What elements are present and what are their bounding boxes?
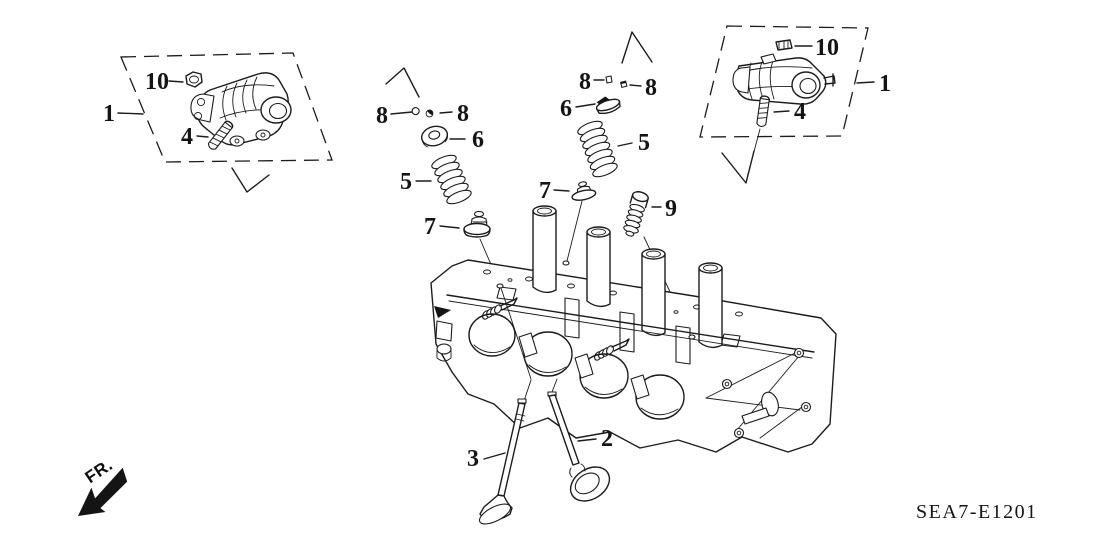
callout-cotter-left-a: 8 (376, 103, 388, 129)
deck-stud-spring-2 (594, 338, 630, 361)
callout-spring-right: 5 (638, 130, 650, 156)
valve-3-exhaust: 3 (467, 379, 532, 525)
mounting-bolt-left (207, 120, 234, 150)
callout-retainer-right: 6 (560, 96, 572, 122)
pointer-chevron-stack-left (385, 67, 420, 98)
spring-retainer-right (595, 96, 621, 115)
callout-retainer-left: 6 (472, 127, 484, 153)
callout-valve-3: 3 (467, 446, 479, 472)
callout-assembly-right: 1 (879, 71, 891, 97)
valve-spring-right (577, 120, 618, 178)
valve-stack-right: 8 8 6 5 7 (539, 31, 692, 337)
callout-cotter-left-b: 8 (457, 101, 469, 127)
callout-valve-2: 2 (601, 426, 613, 452)
spring-retainer-left (420, 125, 449, 148)
valve-guide-tube-2 (586, 226, 611, 308)
callout-seal-right: 7 (539, 178, 551, 204)
stem-seal-right (571, 181, 597, 201)
pointer-chevron-right-box (721, 150, 755, 184)
callout-seal-left: 7 (424, 214, 436, 240)
valve-guide-tube-4 (698, 262, 723, 349)
callout-cotter-right-b: 8 (645, 75, 657, 101)
callout-bolt-right: 4 (794, 99, 806, 125)
cast-arrow-mark (434, 306, 451, 318)
valve-stack-left: 8 8 6 5 7 (376, 67, 500, 284)
valve-cotters-left (411, 107, 434, 118)
guide-spring-9 (623, 191, 649, 237)
diagram-code: SEA7-E1201 (916, 501, 1038, 523)
rocker-arm-assembly-right (732, 53, 836, 105)
callout-bolt-left: 4 (181, 124, 193, 150)
rocker-arm-assembly-left (190, 72, 292, 147)
valve-guide-tube-3 (641, 248, 666, 337)
valve-cotters-right (605, 75, 628, 88)
valve-2-intake: 2 (547, 378, 613, 502)
cylinder-head (430, 205, 837, 453)
callout-cotter-right-a: 8 (579, 69, 591, 95)
pointer-chevron-stack-right (621, 31, 653, 64)
callout-spring-left: 5 (400, 169, 412, 195)
right-rocker-box: 10 1 4 (699, 25, 891, 184)
callout-nut-right: 10 (815, 35, 839, 61)
fr-direction-arrow: FR. (78, 455, 128, 516)
valve-adjusting-nut-right (775, 39, 793, 51)
valve-guide-tube-1 (532, 205, 557, 294)
callout-guide-spring: 9 (665, 196, 677, 222)
callout-nut-left: 10 (145, 69, 169, 95)
stem-seal-left (463, 210, 491, 238)
pointer-chevron-left-box (231, 167, 270, 193)
valve-spring-left (431, 154, 472, 205)
mounting-bolt-right (756, 95, 770, 127)
deck-stud-spring-1 (482, 297, 518, 320)
callout-assembly-left: 1 (103, 101, 115, 127)
end-flange (705, 347, 812, 439)
valve-adjusting-nut-left (185, 71, 203, 88)
left-rocker-box: 10 1 4 (103, 52, 333, 193)
